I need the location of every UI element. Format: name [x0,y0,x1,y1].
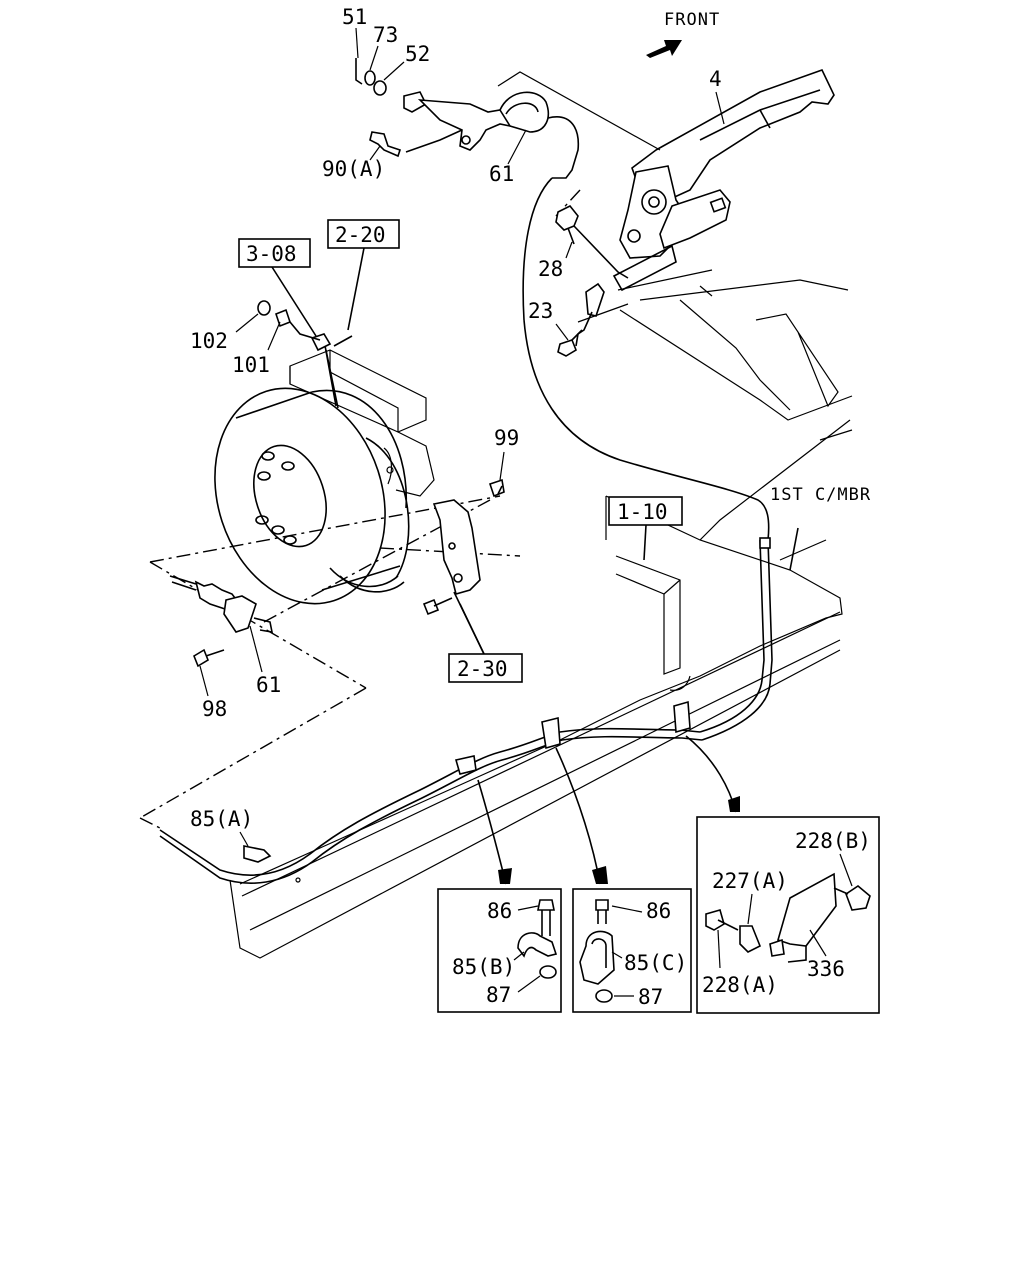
bracket-bolt-b-label: 228(B) [795,829,871,853]
callout-102: 102 [190,329,228,353]
mid-plane [139,495,521,831]
cable-bracket [422,478,505,616]
equalizer-rod [257,300,353,409]
lower-cable [159,700,703,884]
callouts: 51 73 52 4 90(A) 61 28 23 102 101 99 1ST… [190,5,871,847]
clip-c-clip-label: 85(C) [624,951,687,975]
ref-box-1-10: 1-10 [608,496,683,561]
callout-101: 101 [232,353,270,377]
callout-52: 52 [405,42,430,66]
ref-2-30-label: 2-30 [457,657,508,681]
brake-switch [555,204,629,357]
detail-leaders [477,735,740,885]
front-orientation: FRONT [646,10,720,58]
clip-c-nut-label: 87 [638,985,663,1009]
hand-brake-lever [612,69,835,292]
detail-box-clip-b-labels: 86 85(B) 87 [452,899,541,1007]
brake-drum [214,349,435,605]
bracket-label: 336 [807,957,845,981]
clip-b-clip-label: 85(B) [452,955,515,979]
bracket-clip-label: 227(A) [712,869,788,893]
frame-member [229,419,851,959]
callout-99: 99 [494,426,519,450]
detail-box-clip-c-labels: 86 85(C) 87 [611,899,687,1009]
ref-box-3-08: 3-08 [238,238,317,337]
callout-4: 4 [709,67,722,91]
callout-51: 51 [342,5,367,29]
callout-28: 28 [538,257,563,281]
detail-box-bracket-labels: 228(B) 227(A) 228(A) 336 [702,829,871,997]
cable-end-parts [355,58,580,179]
ref-box-2-20: 2-20 [327,219,400,331]
clip-b-bolt-label: 86 [487,899,512,923]
detail-box-clip-b [437,888,562,1013]
bracket-bolt-a-label: 228(A) [702,973,778,997]
callout-61-mid: 61 [256,673,281,697]
callout-90a: 90(A) [322,157,385,181]
cable-routing-lines [522,177,773,741]
front-arrow-icon [646,40,682,58]
clip-c-bolt-label: 86 [646,899,671,923]
ref-box-2-30: 2-30 [448,591,523,683]
detail-box-bracket [696,816,880,1014]
ref-2-20-label: 2-20 [335,223,386,247]
frame-label: 1ST C/MBR [770,485,871,505]
ref-1-10-label: 1-10 [617,500,668,524]
cable-end-mid [169,575,274,668]
callout-23: 23 [528,299,553,323]
front-label: FRONT [664,10,720,30]
ref-3-08-label: 3-08 [246,242,297,266]
callout-61-top: 61 [489,162,514,186]
callout-85a: 85(A) [190,807,253,831]
callout-73: 73 [373,23,398,47]
clip-b-nut-label: 87 [486,983,511,1007]
callout-98: 98 [202,697,227,721]
